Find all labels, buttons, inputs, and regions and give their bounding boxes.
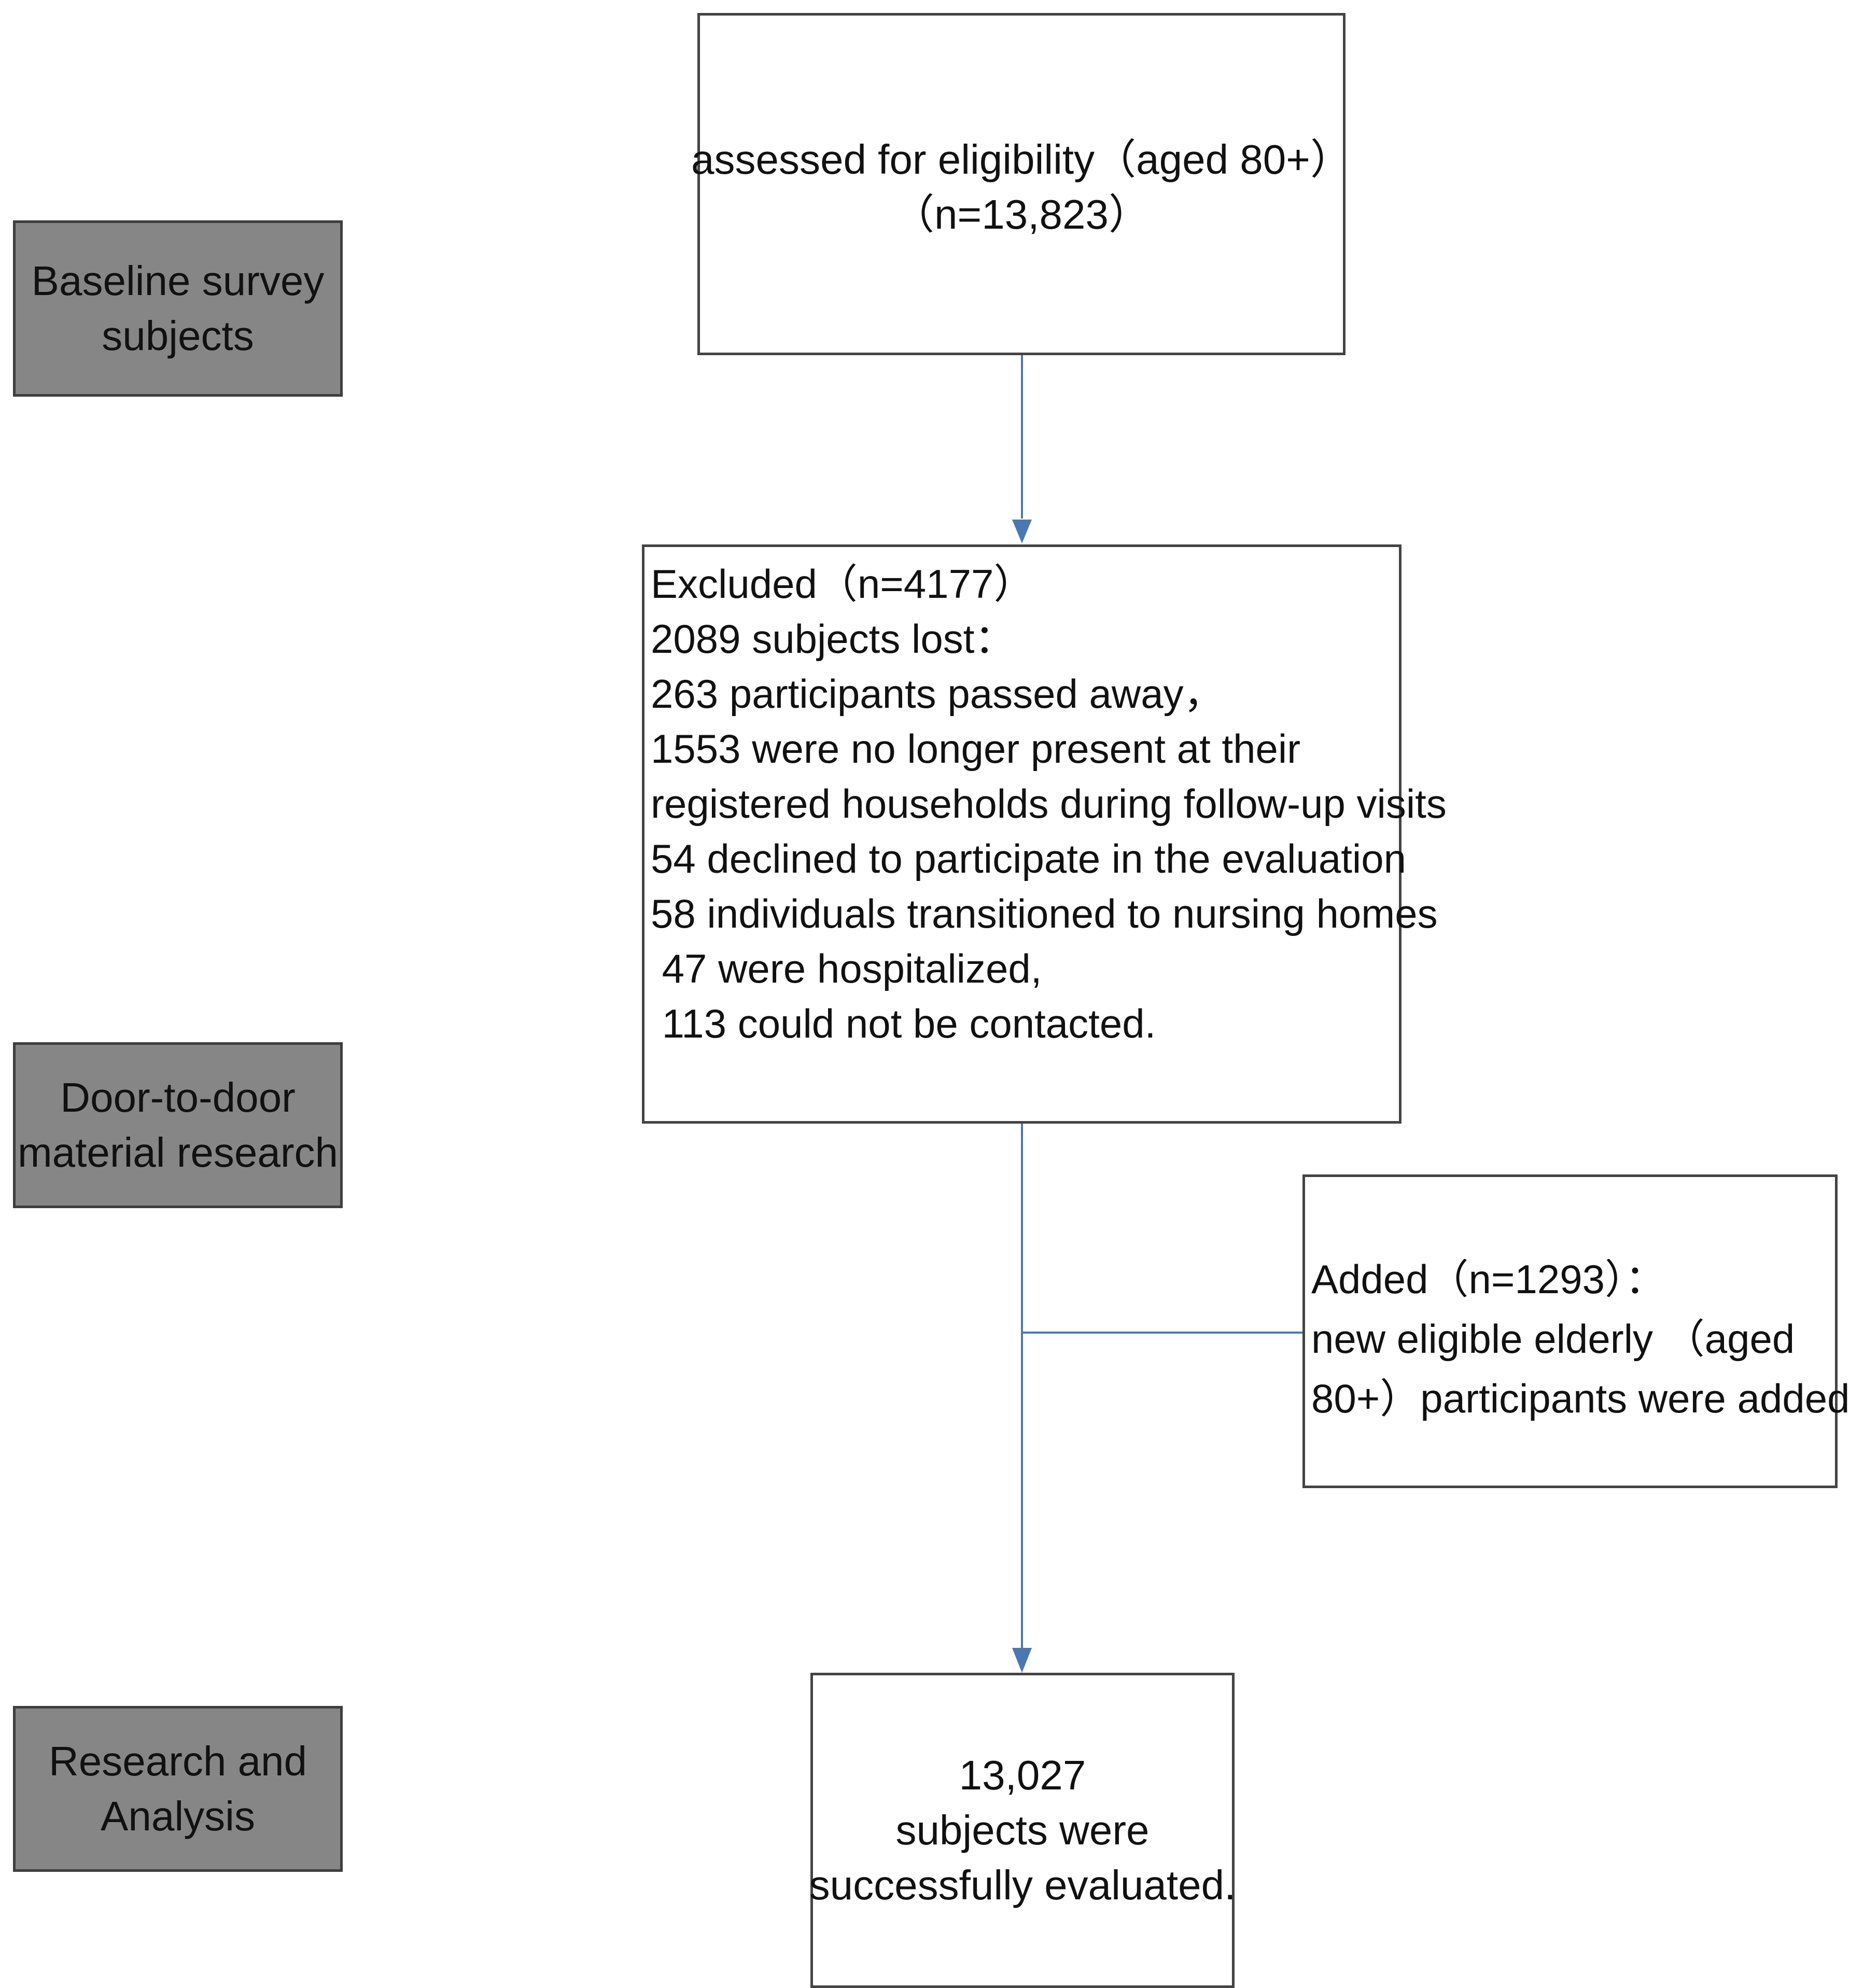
excluded-line: 2089 subjects lost： <box>651 616 1015 662</box>
assessed-box: assessed for eligibility（aged 80+） （n=13… <box>691 13 1352 355</box>
arrowhead-excluded <box>1012 520 1032 543</box>
stage-label-line: Door-to-door <box>60 1074 296 1121</box>
stage-label-line: material research <box>17 1129 338 1175</box>
stage-baseline-survey: Baseline survey subjects <box>13 220 343 397</box>
excluded-box: Excluded（n=4177） 2089 subjects lost： 263… <box>642 544 1447 1124</box>
stage-door-to-door: Door-to-door material research <box>13 1042 343 1208</box>
evaluated-line: subjects were <box>895 1807 1150 1853</box>
excluded-line: 58 individuals transitioned to nursing h… <box>651 891 1438 936</box>
excluded-line: Excluded（n=4177） <box>651 561 1034 607</box>
stage-label-line: subjects <box>102 313 254 359</box>
excluded-line: registered households during follow-up v… <box>651 781 1447 827</box>
arrowhead-evaluated <box>1012 1648 1032 1673</box>
added-line: Added（n=1293）： <box>1311 1256 1665 1302</box>
assessed-line: assessed for eligibility（aged 80+） <box>691 136 1352 183</box>
excluded-line: 113 could not be contacted. <box>651 1001 1156 1046</box>
stage-label-line: Analysis <box>101 1793 255 1839</box>
added-line: new eligible elderly （aged <box>1311 1316 1795 1362</box>
excluded-line: 47 were hospitalized, <box>651 946 1042 991</box>
evaluated-line: 13,027 <box>959 1752 1086 1798</box>
excluded-line: 54 declined to participate in the evalua… <box>651 836 1407 881</box>
added-line: 80+）participants were added <box>1311 1376 1850 1421</box>
evaluated-box: 13,027 subjects were successfully evalua… <box>809 1673 1236 1988</box>
stage-label-line: Baseline survey <box>31 258 325 304</box>
stage-label-line: Research and <box>48 1738 307 1784</box>
added-box: Added（n=1293）： new eligible elderly （age… <box>1302 1174 1850 1488</box>
assessed-line: （n=13,823） <box>893 191 1150 237</box>
evaluated-line: successfully evaluated. <box>809 1862 1236 1908</box>
excluded-line: 263 participants passed away， <box>651 671 1224 717</box>
excluded-line: 1553 were no longer present at their <box>651 726 1301 772</box>
stage-research-analysis: Research and Analysis <box>13 1706 343 1872</box>
